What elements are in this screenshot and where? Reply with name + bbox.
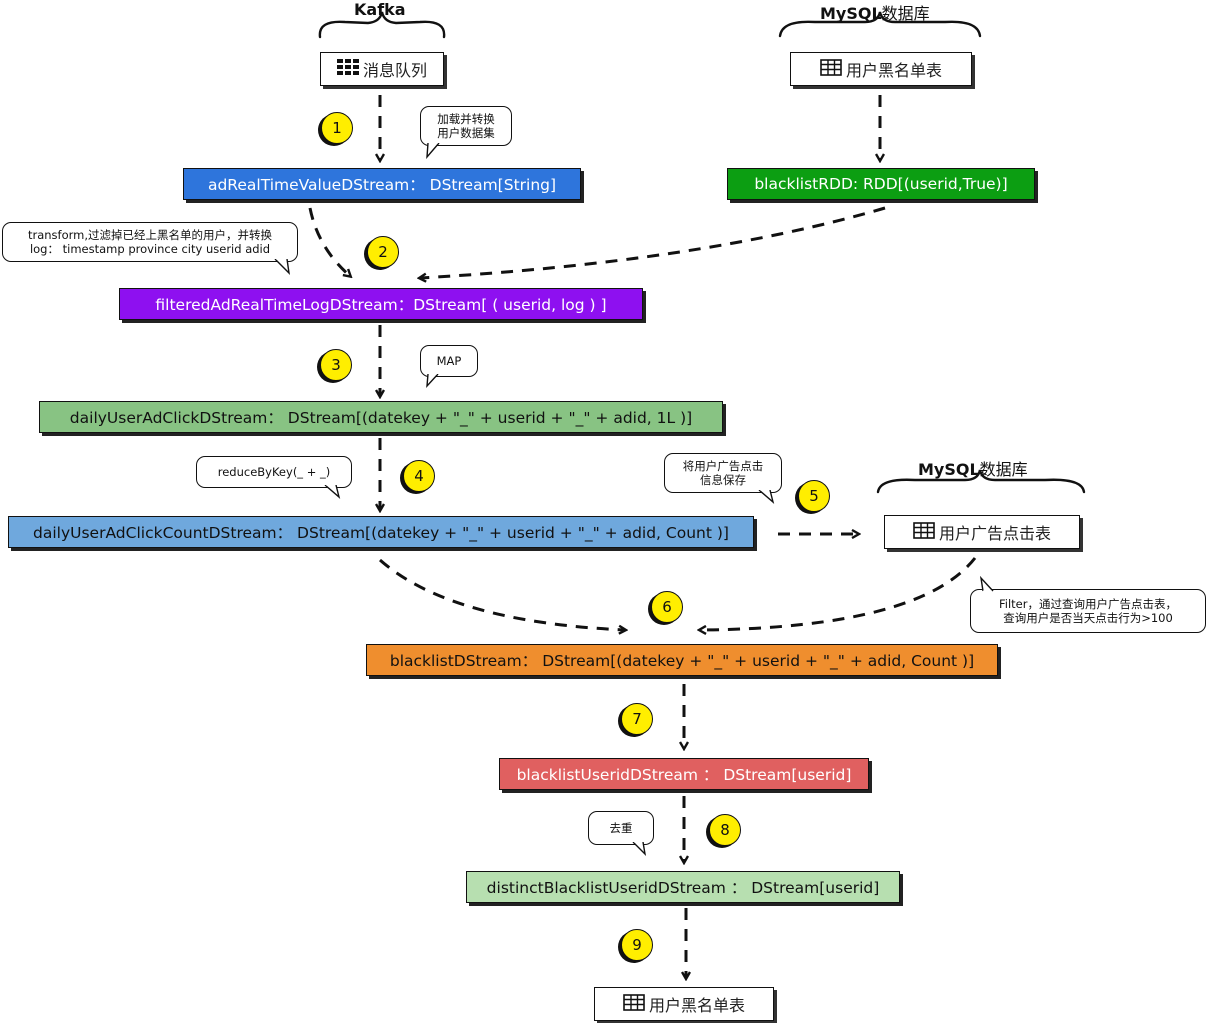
blacklist-table-top-label: 用户黑名单表 xyxy=(845,61,942,80)
table-icon xyxy=(913,521,935,543)
mysql-header-mid: MySQL数据库 xyxy=(918,460,1028,479)
step-3: 3 xyxy=(320,349,352,381)
note-reduce-text: reduceByKey(_ + _) xyxy=(217,465,331,479)
step-2: 2 xyxy=(367,236,399,268)
arrow-blacklistrdd-to-filtered xyxy=(420,206,886,278)
step-1: 1 xyxy=(321,112,353,144)
daily-count-label: dailyUserAdClickCountDStream： DStream[(d… xyxy=(33,524,729,542)
note-transform-line2: log： timestamp province city userid adid xyxy=(29,242,271,256)
blacklist-table-bottom-node: 用户黑名单表 xyxy=(594,987,774,1021)
table-icon xyxy=(623,993,645,1015)
note-map-text: MAP xyxy=(436,354,462,368)
daily-click-dstream-node: dailyUserAdClickDStream： DStream[(dateke… xyxy=(39,401,723,433)
note-dedup-text: 去重 xyxy=(609,821,633,835)
kafka-header: Kafka xyxy=(354,0,406,19)
note-filter-line2: 查询用户是否当天点击行为>100 xyxy=(1003,611,1173,625)
kafka-brace xyxy=(318,11,446,39)
mysql-header-top: MySQL数据库 xyxy=(820,4,930,23)
ad-realtime-label: adRealTimeValueDStream： DStream[String] xyxy=(207,176,557,194)
kafka-queue-node: 消息队列 xyxy=(320,52,444,86)
note-map-bubble: MAP xyxy=(420,345,478,388)
blacklist-dstream-node: blacklistDStream： DStream[(datekey + "_"… xyxy=(366,644,998,676)
blacklist-rdd-label: blacklistRDD: RDD[(userid,True)] xyxy=(754,175,1008,193)
mysql-mid-brace xyxy=(876,469,1086,494)
step-6: 6 xyxy=(651,591,683,623)
filtered-dstream-node: filteredAdRealTimeLogDStream：DStream[ ( … xyxy=(119,288,643,320)
distinct-userid-dstream-node: distinctBlacklistUseridDStream ： DStream… xyxy=(466,871,900,903)
note-save-bubble: 将用户广告点击 信息保存 xyxy=(664,453,782,504)
blacklist-userid-dstream-node: blacklistUseridDStream ： DStream[userid] xyxy=(499,758,869,790)
blacklist-userid-label: blacklistUseridDStream ： DStream[userid] xyxy=(516,766,852,784)
arrow-adrealtime-to-filtered xyxy=(308,207,350,276)
kafka-queue-label: 消息队列 xyxy=(362,61,427,80)
table-icon xyxy=(820,58,842,80)
mysql-top-brace xyxy=(778,11,982,38)
step-9: 9 xyxy=(621,929,653,961)
arrow-dailycount-to-blacklist xyxy=(379,558,625,630)
note-transform-line1: transform,过滤掉已经上黑名单的用户，并转换 xyxy=(27,228,273,242)
distinct-userid-label: distinctBlacklistUseridDStream ： DStream… xyxy=(486,879,880,897)
note-filter-line1: Filter，通过查询用户广告点击表， xyxy=(999,597,1177,611)
note-save-line1: 将用户广告点击 xyxy=(682,459,764,473)
blacklist-table-top-node: 用户黑名单表 xyxy=(790,52,972,86)
step-8: 8 xyxy=(709,814,741,846)
blacklist-rdd-node: blacklistRDD: RDD[(userid,True)] xyxy=(727,168,1035,200)
ad-realtime-dstream-node: adRealTimeValueDStream： DStream[String] xyxy=(183,168,581,200)
step-7: 7 xyxy=(621,703,653,735)
ad-click-table-label: 用户广告点击表 xyxy=(938,524,1051,543)
blacklist-dstream-label: blacklistDStream： DStream[(datekey + "_"… xyxy=(389,652,975,670)
note-reduce-bubble: reduceByKey(_ + _) xyxy=(196,456,352,499)
note-load-line2: 用户数据集 xyxy=(437,126,495,140)
blacklist-table-bottom-label: 用户黑名单表 xyxy=(648,996,745,1015)
step-4: 4 xyxy=(403,460,435,492)
daily-count-dstream-node: dailyUserAdClickCountDStream： DStream[(d… xyxy=(8,516,754,548)
grid-icon xyxy=(336,59,359,79)
arrow-adclicktable-to-blacklist xyxy=(700,557,977,630)
note-save-line2: 信息保存 xyxy=(700,473,746,487)
note-dedup-bubble: 去重 xyxy=(588,811,654,856)
filtered-label: filteredAdRealTimeLogDStream：DStream[ ( … xyxy=(155,296,607,314)
daily-click-label: dailyUserAdClickDStream： DStream[(dateke… xyxy=(69,409,693,427)
note-filter-bubble: Filter，通过查询用户广告点击表， 查询用户是否当天点击行为>100 xyxy=(970,576,1206,633)
note-load-line1: 加载并转换 xyxy=(437,112,495,126)
note-load-bubble: 加载并转换 用户数据集 xyxy=(420,106,512,159)
ad-click-table-node: 用户广告点击表 xyxy=(884,515,1080,549)
note-transform-bubble: transform,过滤掉已经上黑名单的用户，并转换 log： timestam… xyxy=(2,222,298,275)
step-5: 5 xyxy=(798,480,830,512)
